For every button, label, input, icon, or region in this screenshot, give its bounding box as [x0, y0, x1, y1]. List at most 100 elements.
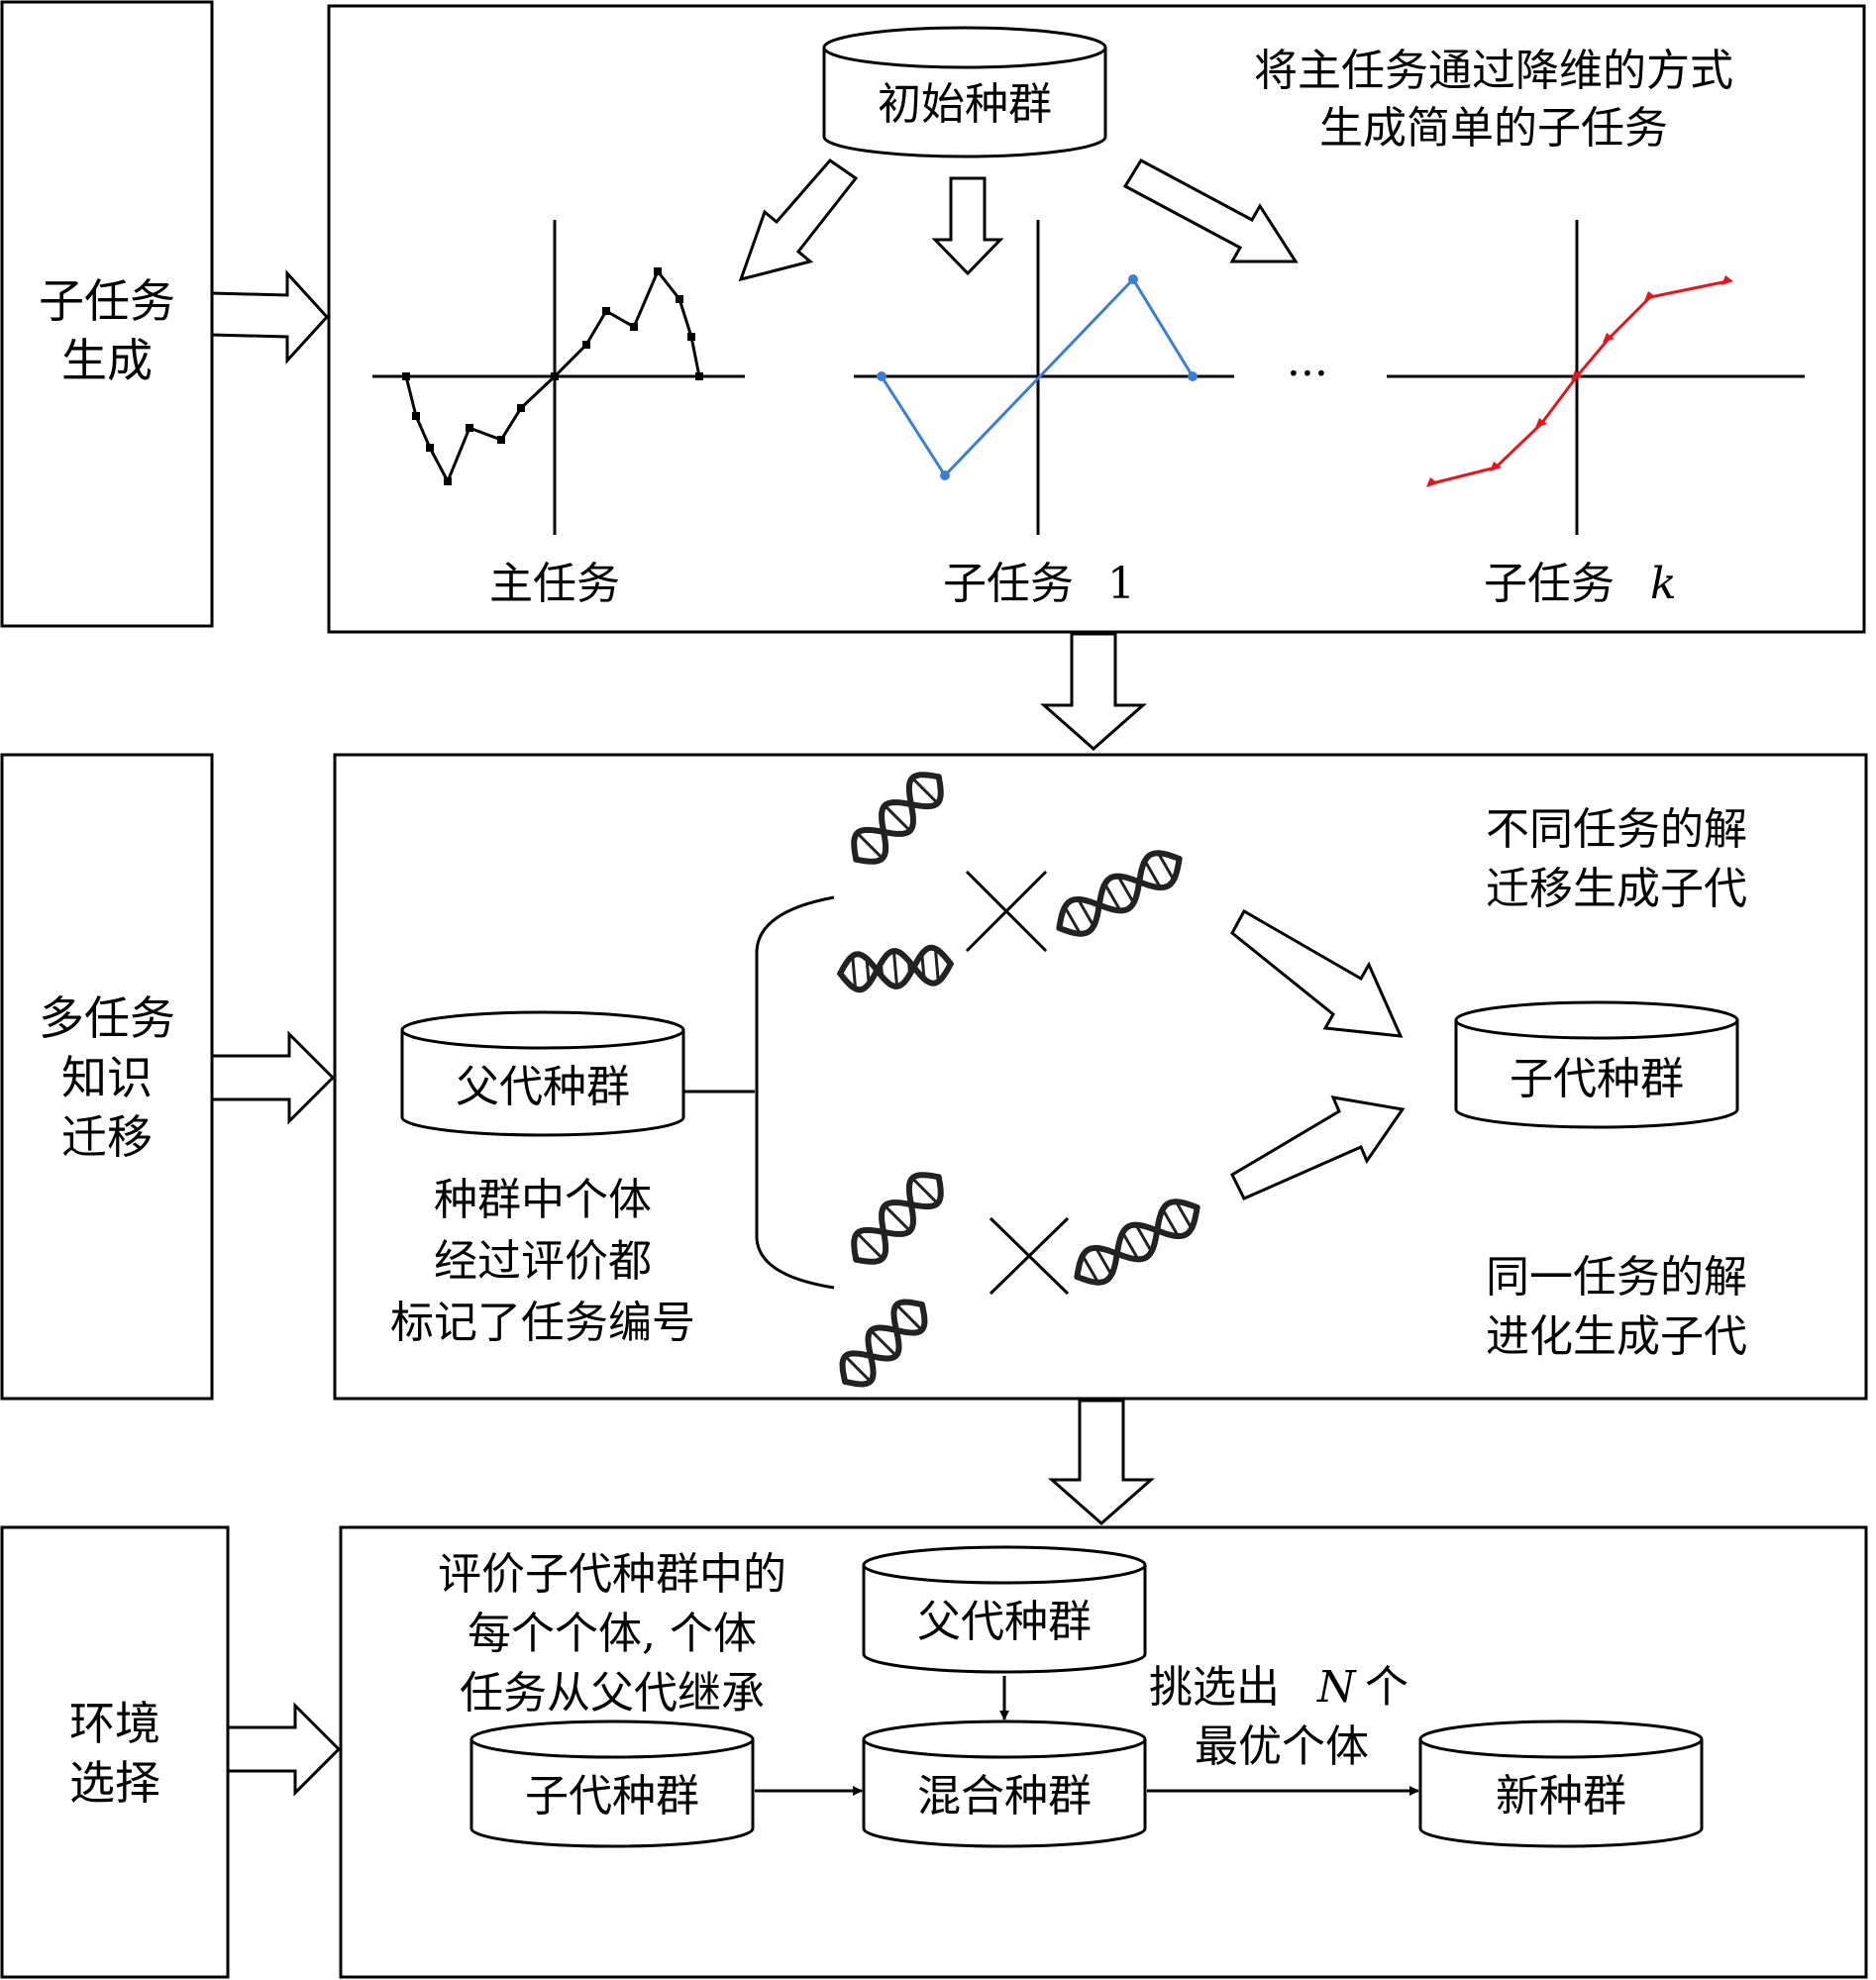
main-task-curve [402, 267, 703, 485]
dna-icon [1056, 850, 1183, 937]
curve-point [1644, 291, 1656, 301]
child-population-label: 子代种群 [1510, 1054, 1684, 1104]
curve-point [551, 372, 559, 380]
curve-point [676, 295, 683, 303]
mixed-population-label: 混合种群 [917, 1771, 1092, 1822]
new-population-cylinder [1418, 1719, 1704, 1848]
curve-point [940, 470, 950, 480]
panel-subtask-generation [327, 4, 1866, 634]
child-population-cylinder [469, 1719, 755, 1848]
curve-line [880, 276, 1195, 478]
hollow-arrow-icon [1048, 1399, 1155, 1525]
ellipsis: ··· [1287, 349, 1328, 399]
curve-point [877, 371, 886, 381]
curve-point [402, 372, 410, 380]
parent-population-label: 父代种群 [917, 1597, 1092, 1647]
initial-population-label: 初始种群 [878, 79, 1052, 130]
select-label-variable: N [1316, 1662, 1357, 1713]
hollow-arrow-icon [210, 1030, 336, 1125]
curve-point [444, 477, 452, 485]
hollow-arrow-icon [226, 1702, 342, 1797]
main-task-label: 主任务 [489, 559, 620, 609]
stage-label-line: 多任务 [39, 991, 175, 1045]
subtask1-number: 1 [1107, 559, 1135, 609]
curve-point [1571, 370, 1583, 380]
mixed-population-cylinder [862, 1719, 1147, 1848]
stage-box-environment-selection [0, 1525, 230, 1979]
curve-point [687, 333, 695, 341]
curve-point [426, 444, 434, 452]
hollow-arrow-icon [1040, 632, 1147, 751]
panel-environment-selection [339, 1525, 1868, 1979]
curve-point [654, 267, 662, 275]
stage-label-line: 迁移 [61, 1110, 153, 1164]
crossover-icon [989, 1216, 1070, 1296]
panel2-left-note-line: 标记了任务编号 [390, 1298, 695, 1348]
curve-point [497, 436, 505, 444]
child-population-label: 子代种群 [525, 1771, 699, 1822]
subtaskk-curve [1426, 275, 1733, 487]
stage-label-line: 知识 [61, 1051, 153, 1104]
curve-point [695, 372, 703, 380]
stage-label-line: 选择 [69, 1756, 160, 1810]
curve-point [517, 404, 525, 412]
parent-population-label: 父代种群 [456, 1062, 630, 1112]
curve-point [582, 341, 590, 349]
curve-point [602, 307, 610, 315]
curve-point [1128, 274, 1138, 284]
curve-point [1188, 371, 1198, 381]
subtaskk-axes [1387, 220, 1805, 535]
panel2-top-note-line: 迁移生成子代 [1486, 864, 1747, 914]
hollow-arrow-icon [1230, 1095, 1406, 1200]
select-label-line2: 最优个体 [1195, 1721, 1369, 1772]
subtask1-label: 子任务 [943, 559, 1074, 609]
curve-line [1431, 279, 1728, 485]
dna-icon [1074, 1198, 1200, 1286]
stage-label-line: 环境 [69, 1697, 160, 1750]
hollow-arrow-icon [738, 158, 859, 282]
panel1-note-line: 将主任务通过降维的方式 [1254, 46, 1733, 96]
hollow-arrow-icon [210, 269, 330, 365]
dna-icon [837, 944, 954, 993]
panel2-bottom-note-line: 同一任务的解 [1486, 1252, 1747, 1303]
stage-label-line: 子任务 [39, 274, 175, 328]
panel1-note-line: 生成简单的子任务 [1319, 103, 1668, 154]
subtaskk-label: 子任务 [1484, 559, 1615, 609]
subtask1-axes [854, 220, 1234, 535]
select-label-prefix: 挑选出 [1149, 1662, 1280, 1713]
dna-icon [851, 1172, 944, 1265]
curve-point [1535, 418, 1547, 428]
panel-knowledge-transfer [333, 753, 1868, 1401]
panel2-left-note-line: 经过评价都 [434, 1236, 652, 1287]
curve-point [1603, 333, 1615, 343]
curve-point [1490, 462, 1502, 471]
panel2-bottom-note-line: 进化生成子代 [1486, 1311, 1747, 1362]
panel2-top-note-line: 不同任务的解 [1486, 804, 1747, 855]
curve-point [630, 323, 638, 331]
initial-population-cylinder [822, 26, 1107, 158]
hollow-arrow-icon [931, 176, 1004, 276]
panel3-note-line: 任务从父代继承 [460, 1668, 765, 1719]
panel3-note-line: 每个个体, 个体 [468, 1609, 757, 1659]
hollow-arrow-icon [1230, 908, 1404, 1038]
dna-icon [839, 1299, 928, 1388]
panel3-note-line: 评价子代种群中的 [438, 1549, 786, 1600]
parent-population-cylinder [862, 1545, 1147, 1674]
parent-population-cylinder [400, 1010, 685, 1137]
subtask1-curve [877, 274, 1198, 480]
stage-label-line: 生成 [61, 334, 153, 387]
child-population-cylinder [1454, 1000, 1739, 1129]
subtaskk-variable: k [1650, 559, 1677, 609]
dna-icon [851, 772, 944, 865]
panel2-left-note-line: 种群中个体 [434, 1175, 652, 1225]
select-label-suffix: 个 [1365, 1662, 1408, 1713]
brace-bracket [755, 895, 835, 1290]
curve-point [1426, 477, 1438, 487]
curve-point [1721, 275, 1733, 285]
crossover-icon [965, 870, 1048, 953]
hollow-arrow-icon [1122, 158, 1299, 263]
new-population-label: 新种群 [1496, 1771, 1626, 1822]
curve-point [412, 412, 420, 420]
curve-point [466, 424, 473, 432]
